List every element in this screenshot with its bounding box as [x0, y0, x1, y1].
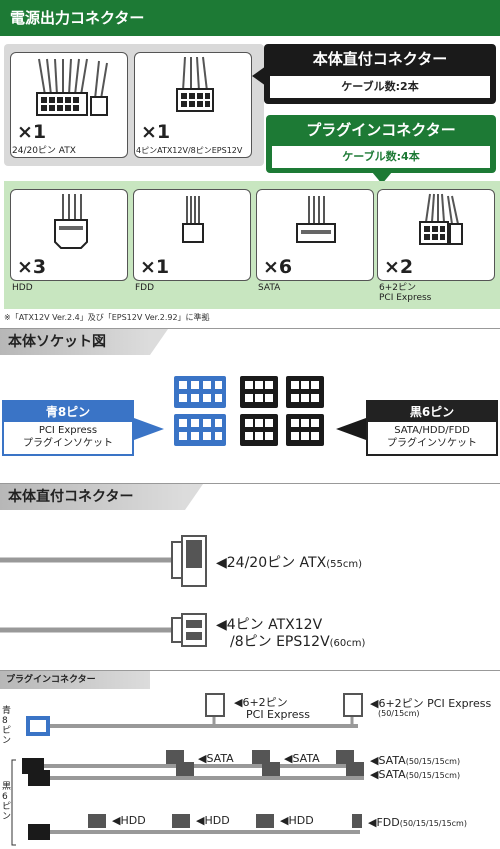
connector-count: ×6 — [263, 256, 293, 278]
connector-name: SATA — [258, 283, 281, 293]
eps-length: (60cm) — [329, 638, 366, 649]
plugin-connector-label: プラグインコネクター ケーブル数:4本 — [266, 115, 496, 173]
connector-name: 24/20ピン ATX — [12, 146, 76, 156]
black-socket-line2: プラグインソケット — [387, 438, 477, 449]
pcie-mid-label-2: PCI Express — [246, 708, 311, 721]
atx-cable-label: ◀24/20ピン ATX(55cm) — [216, 552, 362, 572]
fdd-name: ◀FDD — [368, 816, 400, 829]
sata-end-name-2: ◀SATA — [370, 768, 406, 781]
hdd-label-2: ◀HDD — [196, 814, 230, 827]
black-side-label: 黒6ピン — [2, 782, 12, 822]
eps-cable-label-1: ◀4ピン ATX12V — [216, 617, 323, 633]
direct-cable-diagram — [0, 535, 207, 647]
black-socket-label: 黒6ピン SATA/HDD/FDD プラグインソケット — [366, 400, 498, 456]
pointer-arrow-icon — [336, 418, 366, 440]
connector-name: 4ピンATX12V/8ピンEPS12V — [136, 146, 243, 155]
hdd-label-3: ◀HDD — [280, 814, 314, 827]
fdd-length: (50/15/15/15cm) — [399, 819, 467, 828]
connector-card-eps: ×1 — [134, 52, 252, 158]
pointer-arrow-icon — [372, 172, 392, 184]
divider — [0, 483, 500, 484]
section-title-plugin: プラグインコネクター — [0, 671, 150, 689]
sata-end-label-1: ◀SATA(50/15/15cm) — [370, 754, 460, 767]
divider — [0, 328, 500, 329]
eps-name: /8ピン EPS12V — [230, 634, 330, 650]
divider — [0, 670, 500, 671]
blue-side-label: 青8ピン — [2, 706, 12, 746]
hdd-connector-icon — [54, 194, 88, 249]
eps-connector-icon — [176, 56, 214, 112]
blue-socket-line2: プラグインソケット — [23, 438, 113, 449]
connector-card-pcie: ×2 — [377, 189, 495, 281]
connector-name: 6+2ピン — [379, 283, 416, 293]
connector-count: ×2 — [384, 256, 414, 278]
direct-label-cable-count: ケーブル数:2本 — [270, 76, 490, 98]
connector-count: ×1 — [140, 256, 170, 278]
fdd-connector-icon — [182, 196, 204, 243]
compliance-note: ※「ATX12V Ver.2.4」及び「EPS12V Ver.2.92」に準拠 — [4, 313, 210, 322]
plugin-cable-diagram — [11, 693, 364, 846]
pcie-length: (50/15cm) — [378, 709, 420, 718]
connector-count: ×1 — [17, 121, 47, 143]
atx-connector-icon — [36, 58, 108, 116]
blue-socket-top — [174, 376, 226, 408]
connector-card-fdd: ×1 — [133, 189, 251, 281]
blue-socket-bottom — [174, 414, 226, 446]
hdd-label-1: ◀HDD — [112, 814, 146, 827]
sata-label-b: ◀SATA — [284, 752, 320, 765]
plugin-label-cable-count: ケーブル数:4本 — [272, 146, 490, 168]
black-socket-title: 黒6ピン — [368, 402, 496, 422]
connector-count: ×1 — [141, 121, 171, 143]
connector-card-hdd: ×3 — [10, 189, 128, 281]
pointer-arrow-icon — [252, 66, 266, 86]
connector-count: ×3 — [17, 256, 47, 278]
pcie-end-label: ◀6+2ピン PCI Express — [370, 697, 492, 710]
section-title-socket: 本体ソケット図 — [0, 329, 168, 355]
sata-length-1: (50/15/15cm) — [405, 757, 461, 766]
blue-socket-title: 青8ピン — [4, 402, 132, 422]
connector-name-2: PCI Express — [379, 293, 432, 303]
section-title-power-output: 電源出力コネクター — [0, 0, 500, 36]
black-socket-line1: SATA/HDD/FDD — [394, 425, 470, 436]
hdd-fdd-cable — [28, 814, 362, 840]
connector-card-sata: ×6 — [256, 189, 374, 281]
direct-label-title: 本体直付コネクター — [312, 50, 448, 68]
sata-end-name-1: ◀SATA — [370, 754, 406, 767]
eps-cable-label-2: /8ピン EPS12V(60cm) — [230, 631, 365, 651]
pcie-mid-label-1: ◀6+2ピン — [234, 696, 288, 709]
sata-end-label-2: ◀SATA(50/15/15cm) — [370, 768, 460, 781]
eps-cable — [0, 613, 207, 647]
sata-connector-icon — [296, 196, 336, 243]
plugin-label-title: プラグインコネクター — [306, 121, 456, 139]
atx-name: ◀24/20ピン ATX — [216, 555, 327, 571]
pcie-connector-icon — [419, 193, 463, 245]
sata-label-a: ◀SATA — [198, 752, 234, 765]
connector-name: FDD — [135, 283, 155, 293]
connector-card-atx: ×1 — [10, 52, 128, 158]
pointer-arrow-icon — [134, 418, 164, 440]
atx-cable — [0, 535, 207, 587]
blue-socket-line1: PCI Express — [38, 425, 98, 436]
direct-connector-label: 本体直付コネクター ケーブル数:2本 — [264, 44, 496, 104]
blue-socket-label: 青8ピン PCI Express プラグインソケット — [2, 400, 134, 456]
pcie-cable — [26, 693, 363, 736]
sata-cable-1 — [22, 750, 358, 774]
section-title-direct: 本体直付コネクター — [0, 484, 203, 510]
socket-diagram — [174, 376, 324, 446]
atx-length: (55cm) — [326, 559, 362, 570]
connector-name: HDD — [12, 283, 33, 293]
sata-cable-2 — [28, 762, 364, 786]
fdd-label: ◀FDD(50/15/15/15cm) — [368, 816, 467, 829]
sata-length-2: (50/15/15cm) — [405, 771, 461, 780]
